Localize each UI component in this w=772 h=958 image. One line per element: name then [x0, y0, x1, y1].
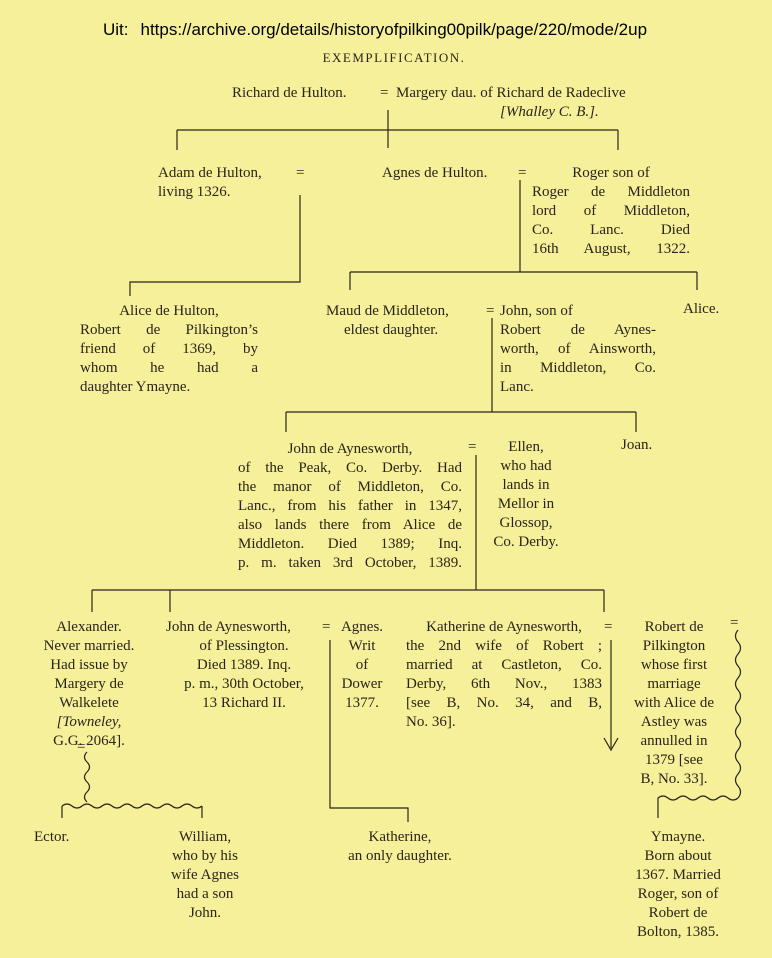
person-adam-de-hulton: Adam de Hulton, living 1326.	[158, 165, 262, 200]
marriage-sign: =	[518, 165, 527, 181]
line-gen5-bar	[91, 589, 605, 612]
line-adam-descent	[129, 195, 301, 296]
marriage-sign: =	[77, 739, 86, 755]
marriage-sign: =	[322, 619, 331, 635]
line-gen4-bar	[285, 411, 637, 432]
line-robert-wavy	[734, 629, 742, 799]
person-agnes-de-hulton: Agnes de Hulton.	[382, 165, 488, 181]
person-alice-de-hulton: Alice de Hulton, Robert de Pilkington’s …	[80, 303, 258, 395]
person-agnes-writ-of-dower: Agnes. Writ of Dower 1377.	[340, 619, 384, 711]
person-richard-de-hulton: Richard de Hulton.	[232, 85, 347, 101]
marriage-sign: =	[296, 165, 305, 181]
line-plessington-descent	[329, 640, 409, 822]
person-katherine-only-daughter: Katherine, an only daughter.	[348, 829, 452, 864]
person-alice: Alice.	[683, 301, 720, 317]
arrowhead	[603, 737, 619, 752]
line-alexander-children-drops	[61, 806, 203, 818]
person-john-son-of-robert: John, son of Robert de Aynes- worth, of …	[500, 303, 656, 395]
person-katherine-de-aynesworth: Katherine de Aynesworth, the 2nd wife of…	[406, 619, 602, 730]
marriage-sign: =	[486, 303, 495, 319]
person-ymayne: Ymayne. Born about 1367. Married Roger, …	[635, 829, 721, 940]
source-label: Uit:	[103, 20, 129, 39]
marriage-sign: =	[468, 439, 477, 455]
source-line: Uit: https://archive.org/details/historyo…	[103, 20, 647, 40]
person-margery: Margery dau. of Richard de Radeclive [Wh…	[396, 85, 626, 120]
person-alexander: Alexander. Never married. Had issue by M…	[43, 619, 135, 749]
line-alexander-wavy	[83, 751, 91, 803]
marriage-sign: =	[604, 619, 613, 635]
person-robert-de-pilkington: Robert de Pilkington whose first marriag…	[634, 619, 714, 787]
person-joan: Joan.	[621, 437, 653, 453]
line-gen2-bar	[176, 129, 619, 150]
person-ellen: Ellen, who had lands in Mellor in Glosso…	[493, 439, 559, 550]
line-ymayne-descent	[657, 795, 739, 818]
source-url[interactable]: https://archive.org/details/historyofpil…	[140, 20, 648, 39]
person-william: William, who by his wife Agnes had a son…	[171, 829, 239, 921]
page-heading: EXEMPLIFICATION.	[322, 50, 466, 65]
person-john-of-plessington: John de Aynesworth, of Plessington. Died…	[166, 619, 304, 711]
person-ector: Ector.	[34, 829, 70, 845]
line-alexander-children-bar	[61, 803, 203, 809]
person-john-de-aynesworth: John de Aynesworth, of the Peak, Co. Der…	[238, 441, 462, 571]
person-maud-de-middleton: Maud de Middleton, eldest daughter.	[326, 303, 449, 338]
person-roger-son-of-roger: Roger son of Roger de Middleton lord of …	[532, 165, 690, 257]
marriage-sign: =	[730, 615, 739, 631]
marriage-sign: =	[380, 85, 389, 101]
line-gen3-bar	[349, 271, 698, 290]
